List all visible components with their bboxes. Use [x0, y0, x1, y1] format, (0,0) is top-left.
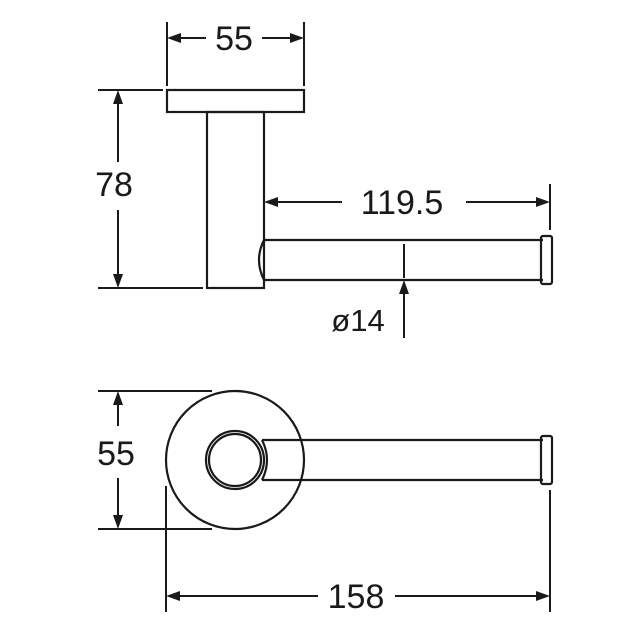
top-arm — [261, 438, 543, 482]
side-view — [165, 88, 554, 290]
top-wall-plate — [164, 389, 306, 531]
top-view — [164, 389, 554, 531]
side-end-cap — [539, 234, 554, 286]
dim-plate-diameter: 55 — [97, 390, 212, 530]
dim-height-label: 78 — [95, 166, 133, 204]
side-arm — [257, 238, 543, 282]
dim-arm-length-label: 119.5 — [361, 184, 444, 222]
dim-plate-diameter-label: 55 — [97, 435, 135, 473]
dim-height: 78 — [95, 89, 203, 289]
side-wall-plate — [165, 88, 306, 114]
dim-arm-length: 119.5 — [264, 184, 551, 230]
dim-overall-length-label: 158 — [328, 578, 385, 616]
dim-diameter: ø14 — [331, 244, 409, 338]
dim-diameter-label: ø14 — [331, 303, 384, 338]
top-post-inner — [207, 432, 263, 488]
dim-base-width: 55 — [166, 20, 305, 86]
dim-base-width-label: 55 — [215, 20, 253, 58]
dim-overall-length: 158 — [165, 486, 551, 616]
side-post — [205, 110, 266, 290]
top-end-cap — [539, 434, 554, 486]
top-post-outer — [204, 429, 266, 491]
